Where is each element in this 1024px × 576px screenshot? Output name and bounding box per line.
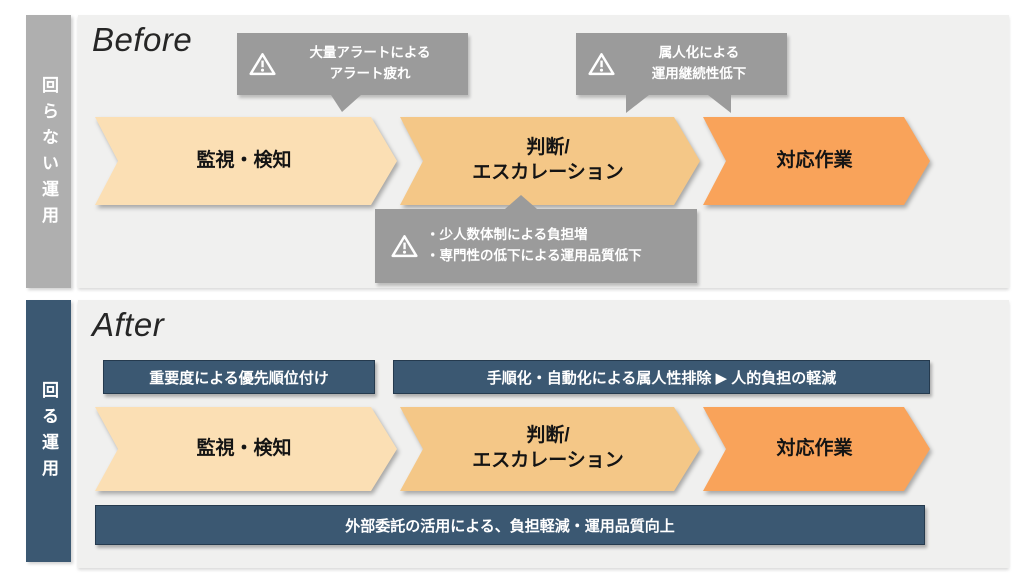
before-step-judgment-escalation: 判断/ エスカレーション — [400, 117, 700, 205]
warning-icon — [249, 52, 276, 76]
chevron-shape: 対応作業 — [703, 407, 930, 491]
callout-tail — [505, 195, 537, 209]
before-sidebar-tab: 回らない運用 — [26, 15, 71, 288]
chevron-shape: 監視・検知 — [95, 407, 397, 491]
chevron-shape: 対応作業 — [703, 117, 930, 205]
chevron-shape: 監視・検知 — [95, 117, 397, 205]
callout-tail — [626, 95, 649, 113]
callout-tail — [708, 95, 731, 113]
before-panel: Before 大量アラートによる アラート疲れ — [78, 15, 1009, 288]
before-step-monitoring: 監視・検知 — [95, 117, 397, 205]
before-sidebar-label: 回らない運用 — [39, 75, 58, 232]
after-step-judgment-escalation: 判断/ エスカレーション — [400, 407, 700, 491]
warning-icon — [588, 52, 615, 76]
callout-personalization-risk: 属人化による 運用継続性低下 — [576, 33, 787, 113]
warning-icon — [391, 234, 418, 258]
callout-text: 大量アラートによる アラート疲れ — [309, 45, 431, 81]
callout-small-team-burden: ・少人数体制による負担増 ・専門性の低下による運用品質低下 — [375, 195, 697, 283]
callout-tail — [331, 95, 361, 112]
before-title: Before — [92, 21, 193, 58]
after-title: After — [92, 306, 165, 343]
banner-prioritization: 重要度による優先順位付け — [103, 360, 375, 394]
after-sidebar-label: 回る運用 — [39, 381, 58, 485]
after-panel: After 重要度による優先順位付け 手順化・自動化による属人性排除 ▶ 人的負… — [78, 300, 1009, 568]
after-step-monitoring: 監視・検知 — [95, 407, 397, 491]
after-sidebar-tab: 回る運用 — [26, 300, 71, 562]
before-step-response-work: 対応作業 — [703, 117, 930, 205]
after-step-response-work: 対応作業 — [703, 407, 930, 491]
callout-alert-fatigue: 大量アラートによる アラート疲れ — [237, 33, 468, 112]
banner-automation: 手順化・自動化による属人性排除 ▶ 人的負担の軽減 — [393, 360, 930, 394]
callout-text: ・少人数体制による負担増 ・専門性の低下による運用品質低下 — [426, 227, 642, 263]
callout-text: 属人化による 運用継続性低下 — [651, 45, 747, 81]
chevron-shape: 判断/ エスカレーション — [400, 407, 700, 491]
banner-outsourcing: 外部委託の活用による、負担軽減・運用品質向上 — [95, 505, 925, 545]
chevron-shape: 判断/ エスカレーション — [400, 117, 700, 205]
